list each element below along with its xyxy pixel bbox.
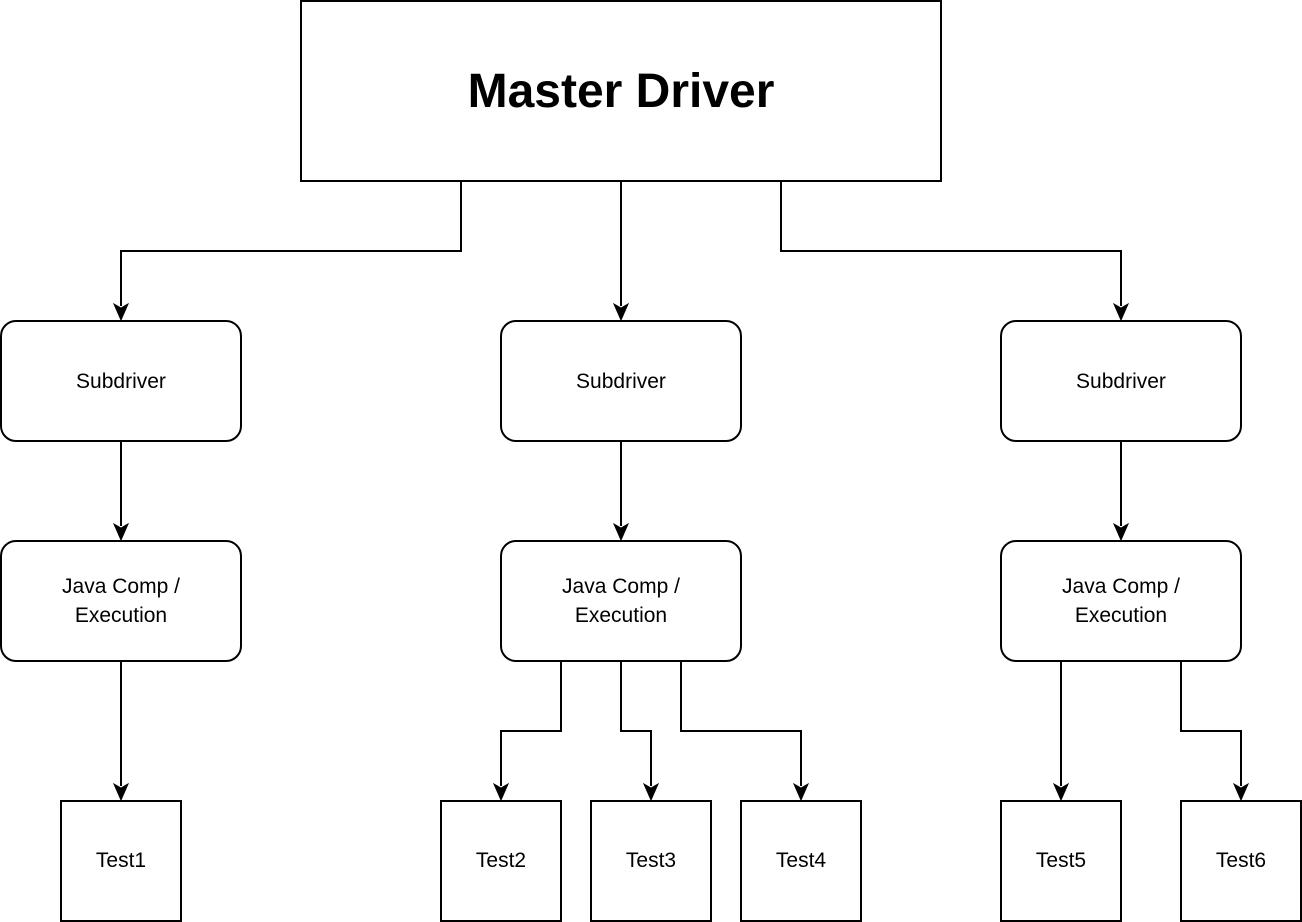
master-driver-label: Master Driver [467,64,775,118]
arrowhead-executor-3 [1112,522,1130,542]
arrowhead-test-4 [792,782,810,802]
executor-label: Java Comp / Execution [1062,575,1180,627]
subdriver-node-1: Subdriver [0,320,242,442]
edge-master-subdriver-3 [780,182,1122,306]
subdriver-label: Subdriver [1076,369,1166,393]
test-node-6: Test6 [1180,800,1302,922]
subdriver-label: Subdriver [76,369,166,393]
executor-node-2: Java Comp / Execution [500,540,742,662]
test-node-2: Test2 [440,800,562,922]
executor-node-3: Java Comp / Execution [1000,540,1242,662]
arrowhead-executor-2 [612,522,630,542]
arrowhead-subdriver-2 [612,302,630,322]
edge-executor-2-test-2 [500,662,562,786]
arrowhead-test-5 [1052,782,1070,802]
test-node-5: Test5 [1000,800,1122,922]
edge-executor-3-test-6 [1180,662,1242,786]
edge-master-subdriver-1 [120,182,462,306]
test-node-3: Test3 [590,800,712,922]
test-node-1: Test1 [60,800,182,922]
executor-label: Java Comp / Execution [62,575,180,627]
arrowhead-test-1 [112,782,130,802]
executor-node-1: Java Comp / Execution [0,540,242,662]
arrowhead-test-6 [1232,782,1250,802]
arrowhead-subdriver-3 [1112,302,1130,322]
subdriver-node-3: Subdriver [1000,320,1242,442]
test-label: Test1 [95,849,147,872]
subdriver-node-2: Subdriver [500,320,742,442]
edge-executor-2-test-3 [620,662,652,786]
test-label: Test5 [1035,849,1087,872]
edge-executor-2-test-4 [680,662,802,786]
arrowheads [112,302,1250,802]
test-label: Test4 [775,849,827,872]
arrowhead-subdriver-1 [112,302,130,322]
test-label: Test6 [1215,849,1267,872]
test-label: Test2 [475,849,527,872]
test-node-4: Test4 [740,800,862,922]
test-label: Test3 [625,849,677,872]
arrowhead-test-2 [492,782,510,802]
arrowhead-executor-1 [112,522,130,542]
executor-label: Java Comp / Execution [562,575,680,627]
master-driver-node: Master Driver [300,0,942,182]
arrowhead-test-3 [642,782,660,802]
subdriver-label: Subdriver [576,369,666,393]
